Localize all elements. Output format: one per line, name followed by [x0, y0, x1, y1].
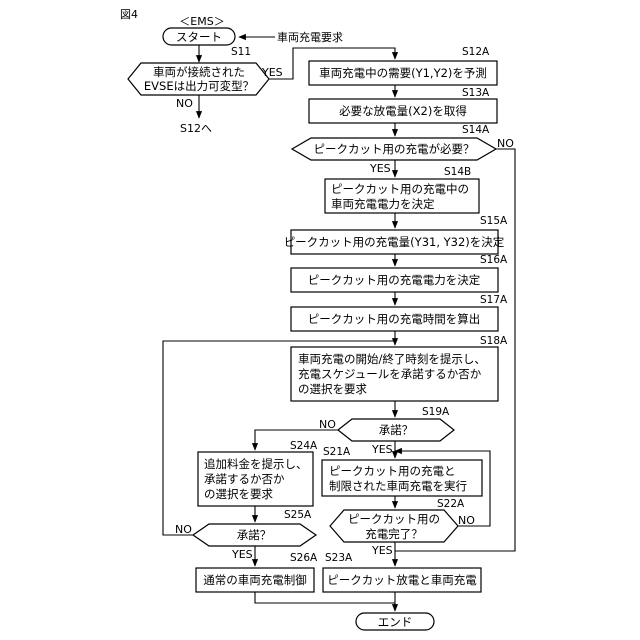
s21a-line-1: ピークカット用の充電と: [329, 464, 456, 478]
s14b-step-id: S14B: [444, 166, 471, 178]
s17a-line-1: ピークカット用の充電時間を算出: [308, 312, 481, 326]
s18a-line-3: の選択を要求: [298, 382, 367, 396]
figure-label: 図4: [120, 8, 138, 21]
s14a-step-id: S14A: [462, 124, 490, 136]
s23a-line-1: ピークカット放電と車両充電: [327, 573, 477, 587]
ems-label: ＜EMS＞: [179, 15, 224, 28]
s11-next-label: S12へ: [180, 122, 212, 135]
s21a-line-2: 制限された車両充電を実行: [329, 479, 467, 493]
s12a-line-1: 車両充電中の需要(Y1,Y2)を予測: [319, 66, 487, 80]
s26a-merge-connector: [255, 592, 395, 603]
s22a-line-2: 充電完了？: [365, 527, 423, 541]
s24a-line-3: の選択を要求: [204, 487, 273, 501]
s22a-step-id: S22A: [437, 498, 465, 510]
s14b-line-2: 車両充電電力を決定: [331, 197, 435, 211]
s25a-yes-label: YES: [231, 548, 253, 561]
s19a-line-1: 承諾？: [379, 423, 414, 437]
s14a-no-label: NO: [497, 137, 514, 150]
s11-line-2: EVSEは出力可変型？: [144, 79, 254, 93]
s14b-line-1: ピークカット用の充電中の: [331, 182, 469, 196]
s24a-line-2: 承諾するか否か: [204, 472, 285, 486]
start-label: スタート: [176, 30, 222, 44]
s25a-step-id: S25A: [284, 509, 312, 521]
s23a-step-id: S23A: [325, 552, 353, 564]
s19a-yes-label: YES: [371, 443, 393, 456]
request-label: 車両充電要求: [277, 30, 343, 44]
s15a-step-id: S15A: [480, 215, 508, 227]
s11-no-label: NO: [176, 97, 193, 110]
s19a-step-id: S19A: [422, 406, 450, 418]
s25a-line-1: 承諾？: [237, 528, 272, 542]
end-label: エンド: [378, 615, 413, 629]
s11-yes-label: YES: [261, 66, 283, 79]
s16a-step-id: S16A: [480, 254, 508, 266]
s11-step-id: S11: [231, 46, 251, 58]
s22a-yes-label: YES: [371, 544, 393, 557]
s26a-step-id: S26A: [290, 552, 318, 564]
s14a-line-1: ピークカット用の充電が必要？: [314, 142, 475, 156]
s26a-line-1: 通常の車両充電制御: [203, 573, 307, 587]
s17a-step-id: S17A: [480, 294, 508, 306]
s24a-line-1: 追加料金を提示し、: [204, 457, 308, 471]
s11-line-1: 車両が接続された: [153, 65, 245, 79]
s18a-step-id: S18A: [480, 335, 508, 347]
s14a-yes-label: YES: [369, 162, 391, 175]
s15a-line-1: ピークカット用の充電量(Y31, Y32)を決定: [284, 235, 505, 249]
s22a-no-label: NO: [458, 514, 475, 527]
s12a-step-id: S12A: [462, 46, 490, 58]
s22a-line-1: ピークカット用の: [348, 512, 440, 526]
s18a-line-1: 車両充電の開始/終了時刻を提示し、: [298, 352, 486, 366]
s21a-step-id: S21A: [323, 446, 351, 458]
s24a-step-id: S24A: [290, 440, 318, 452]
s18a-line-2: 充電スケジュールを承諾するか否か: [298, 367, 482, 381]
s13a-step-id: S13A: [462, 87, 490, 99]
s19a-no-label: NO: [319, 418, 336, 431]
s16a-line-1: ピークカット用の充電電力を決定: [308, 273, 481, 287]
s13a-line-1: 必要な放電量(X2)を取得: [339, 104, 467, 118]
s25a-no-label: NO: [175, 523, 192, 536]
